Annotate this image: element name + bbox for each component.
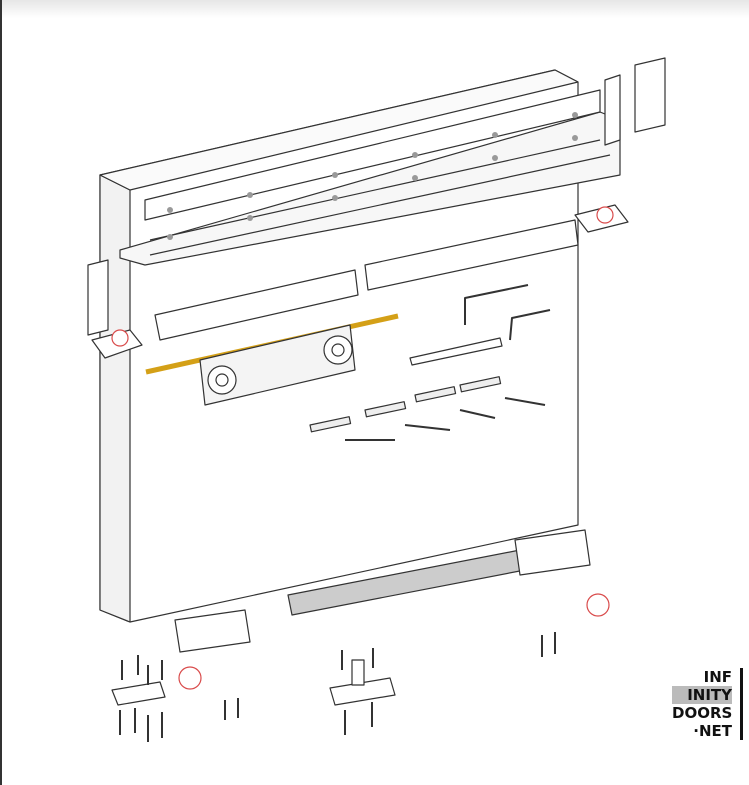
top-band bbox=[0, 0, 749, 18]
logo-line: DOORS bbox=[672, 704, 733, 722]
logo-line: ·NET bbox=[693, 722, 732, 740]
bottom-guides bbox=[111, 529, 610, 706]
end-caps bbox=[87, 57, 666, 336]
logo-line: INITY bbox=[672, 686, 732, 704]
soft-close-dampers bbox=[154, 219, 579, 341]
allen-keys bbox=[464, 284, 551, 341]
stopper-brackets bbox=[91, 204, 629, 359]
screws-and-plugs bbox=[309, 376, 546, 441]
roller-carriage bbox=[199, 324, 356, 406]
logo-line: INF bbox=[703, 668, 732, 686]
small-screws bbox=[119, 632, 556, 742]
infinity-doors-logo: INF INITY DOORS ·NET bbox=[672, 668, 743, 740]
top-track-rail bbox=[119, 89, 621, 266]
left-border bbox=[0, 0, 2, 785]
spanner bbox=[409, 337, 503, 366]
